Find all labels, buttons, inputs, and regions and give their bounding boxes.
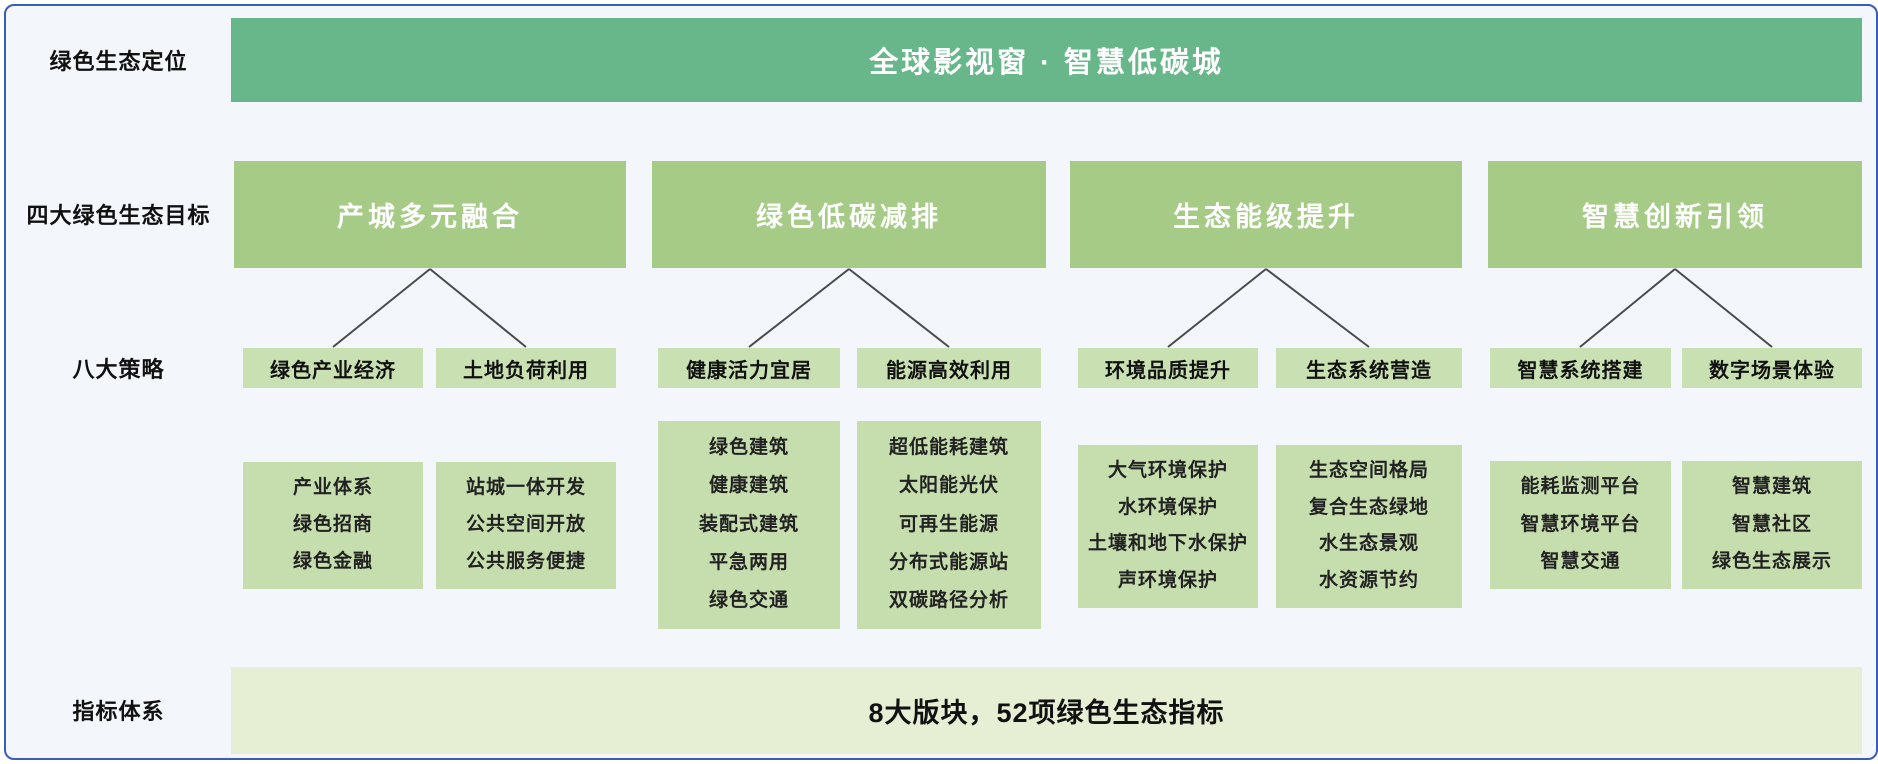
detail-item: 智慧建筑 [1731, 476, 1812, 498]
detail-box-healthy-livable: 绿色建筑 健康建筑 装配式建筑 平急两用 绿色交通 [658, 421, 840, 629]
detail-item: 智慧环境平台 [1520, 513, 1641, 535]
detail-item: 平急两用 [708, 551, 789, 573]
detail-item: 水环境保护 [1117, 496, 1218, 518]
detail-item: 超低能耗建筑 [888, 437, 1009, 459]
detail-item: 站城一体开发 [465, 477, 586, 499]
detail-item: 生态空间格局 [1308, 459, 1429, 481]
strategy-box-digital-scene: 数字场景体验 [1682, 348, 1862, 388]
detail-item: 能耗监测平台 [1520, 476, 1641, 498]
strategy-box-ecosystem-building: 生态系统营造 [1276, 348, 1462, 388]
detail-item: 可再生能源 [898, 513, 999, 535]
goal-box-industry-city-fusion: 产城多元融合 [234, 161, 626, 268]
detail-item: 大气环境保护 [1107, 459, 1228, 481]
detail-item: 绿色生态展示 [1711, 550, 1832, 572]
goal-box-low-carbon-reduction: 绿色低碳减排 [652, 161, 1046, 268]
row-label-strategies: 八大策略 [72, 357, 165, 382]
detail-item: 声环境保护 [1117, 570, 1218, 592]
detail-item: 绿色招商 [292, 514, 373, 536]
detail-box-ecosystem-building: 生态空间格局 复合生态绿地 水生态景观 水资源节约 [1276, 445, 1462, 608]
detail-item: 绿色建筑 [708, 437, 789, 459]
detail-item: 土壤和地下水保护 [1087, 533, 1248, 555]
detail-item: 水资源节约 [1318, 570, 1419, 592]
row-label-indicators: 指标体系 [72, 699, 165, 724]
row-label-goals: 四大绿色生态目标 [26, 203, 211, 228]
detail-item: 产业体系 [292, 477, 373, 499]
positioning-banner: 全球影视窗 · 智慧低碳城 [231, 18, 1862, 102]
strategy-box-energy-efficiency: 能源高效利用 [857, 348, 1041, 388]
detail-item: 智慧社区 [1731, 513, 1812, 535]
diagram-canvas: 绿色生态定位 四大绿色生态目标 八大策略 指标体系 全球影视窗 · 智慧低碳城 … [4, 4, 1878, 760]
strategy-box-green-industry-economy: 绿色产业经济 [243, 348, 423, 388]
goal-box-smart-innovation-lead: 智慧创新引领 [1488, 161, 1862, 268]
goal-box-eco-level-upgrade: 生态能级提升 [1070, 161, 1462, 268]
strategy-box-environment-quality: 环境品质提升 [1078, 348, 1258, 388]
detail-item: 装配式建筑 [698, 513, 799, 535]
detail-item: 太阳能光伏 [898, 475, 999, 497]
detail-item: 绿色金融 [292, 551, 373, 573]
strategy-box-land-load-utilization: 土地负荷利用 [436, 348, 616, 388]
detail-box-land-load-utilization: 站城一体开发 公共空间开放 公共服务便捷 [436, 462, 616, 589]
indicator-banner: 8大版块，52项绿色生态指标 [231, 667, 1862, 754]
detail-item: 复合生态绿地 [1308, 496, 1429, 518]
detail-box-green-industry-economy: 产业体系 绿色招商 绿色金融 [243, 462, 423, 589]
row-label-positioning: 绿色生态定位 [49, 49, 188, 74]
strategy-box-healthy-livable: 健康活力宜居 [658, 348, 840, 388]
detail-item: 分布式能源站 [888, 551, 1009, 573]
detail-item: 双碳路径分析 [888, 589, 1009, 611]
detail-item: 绿色交通 [708, 589, 789, 611]
detail-box-digital-scene: 智慧建筑 智慧社区 绿色生态展示 [1682, 461, 1862, 589]
detail-box-energy-efficiency: 超低能耗建筑 太阳能光伏 可再生能源 分布式能源站 双碳路径分析 [857, 421, 1041, 629]
detail-item: 健康建筑 [708, 475, 789, 497]
detail-item: 公共空间开放 [465, 514, 586, 536]
detail-item: 水生态景观 [1318, 533, 1419, 555]
detail-box-smart-system-setup: 能耗监测平台 智慧环境平台 智慧交通 [1490, 461, 1671, 589]
detail-item: 公共服务便捷 [465, 551, 586, 573]
strategy-box-smart-system-setup: 智慧系统搭建 [1490, 348, 1671, 388]
detail-item: 智慧交通 [1540, 550, 1621, 572]
detail-box-environment-quality: 大气环境保护 水环境保护 土壤和地下水保护 声环境保护 [1078, 445, 1258, 608]
